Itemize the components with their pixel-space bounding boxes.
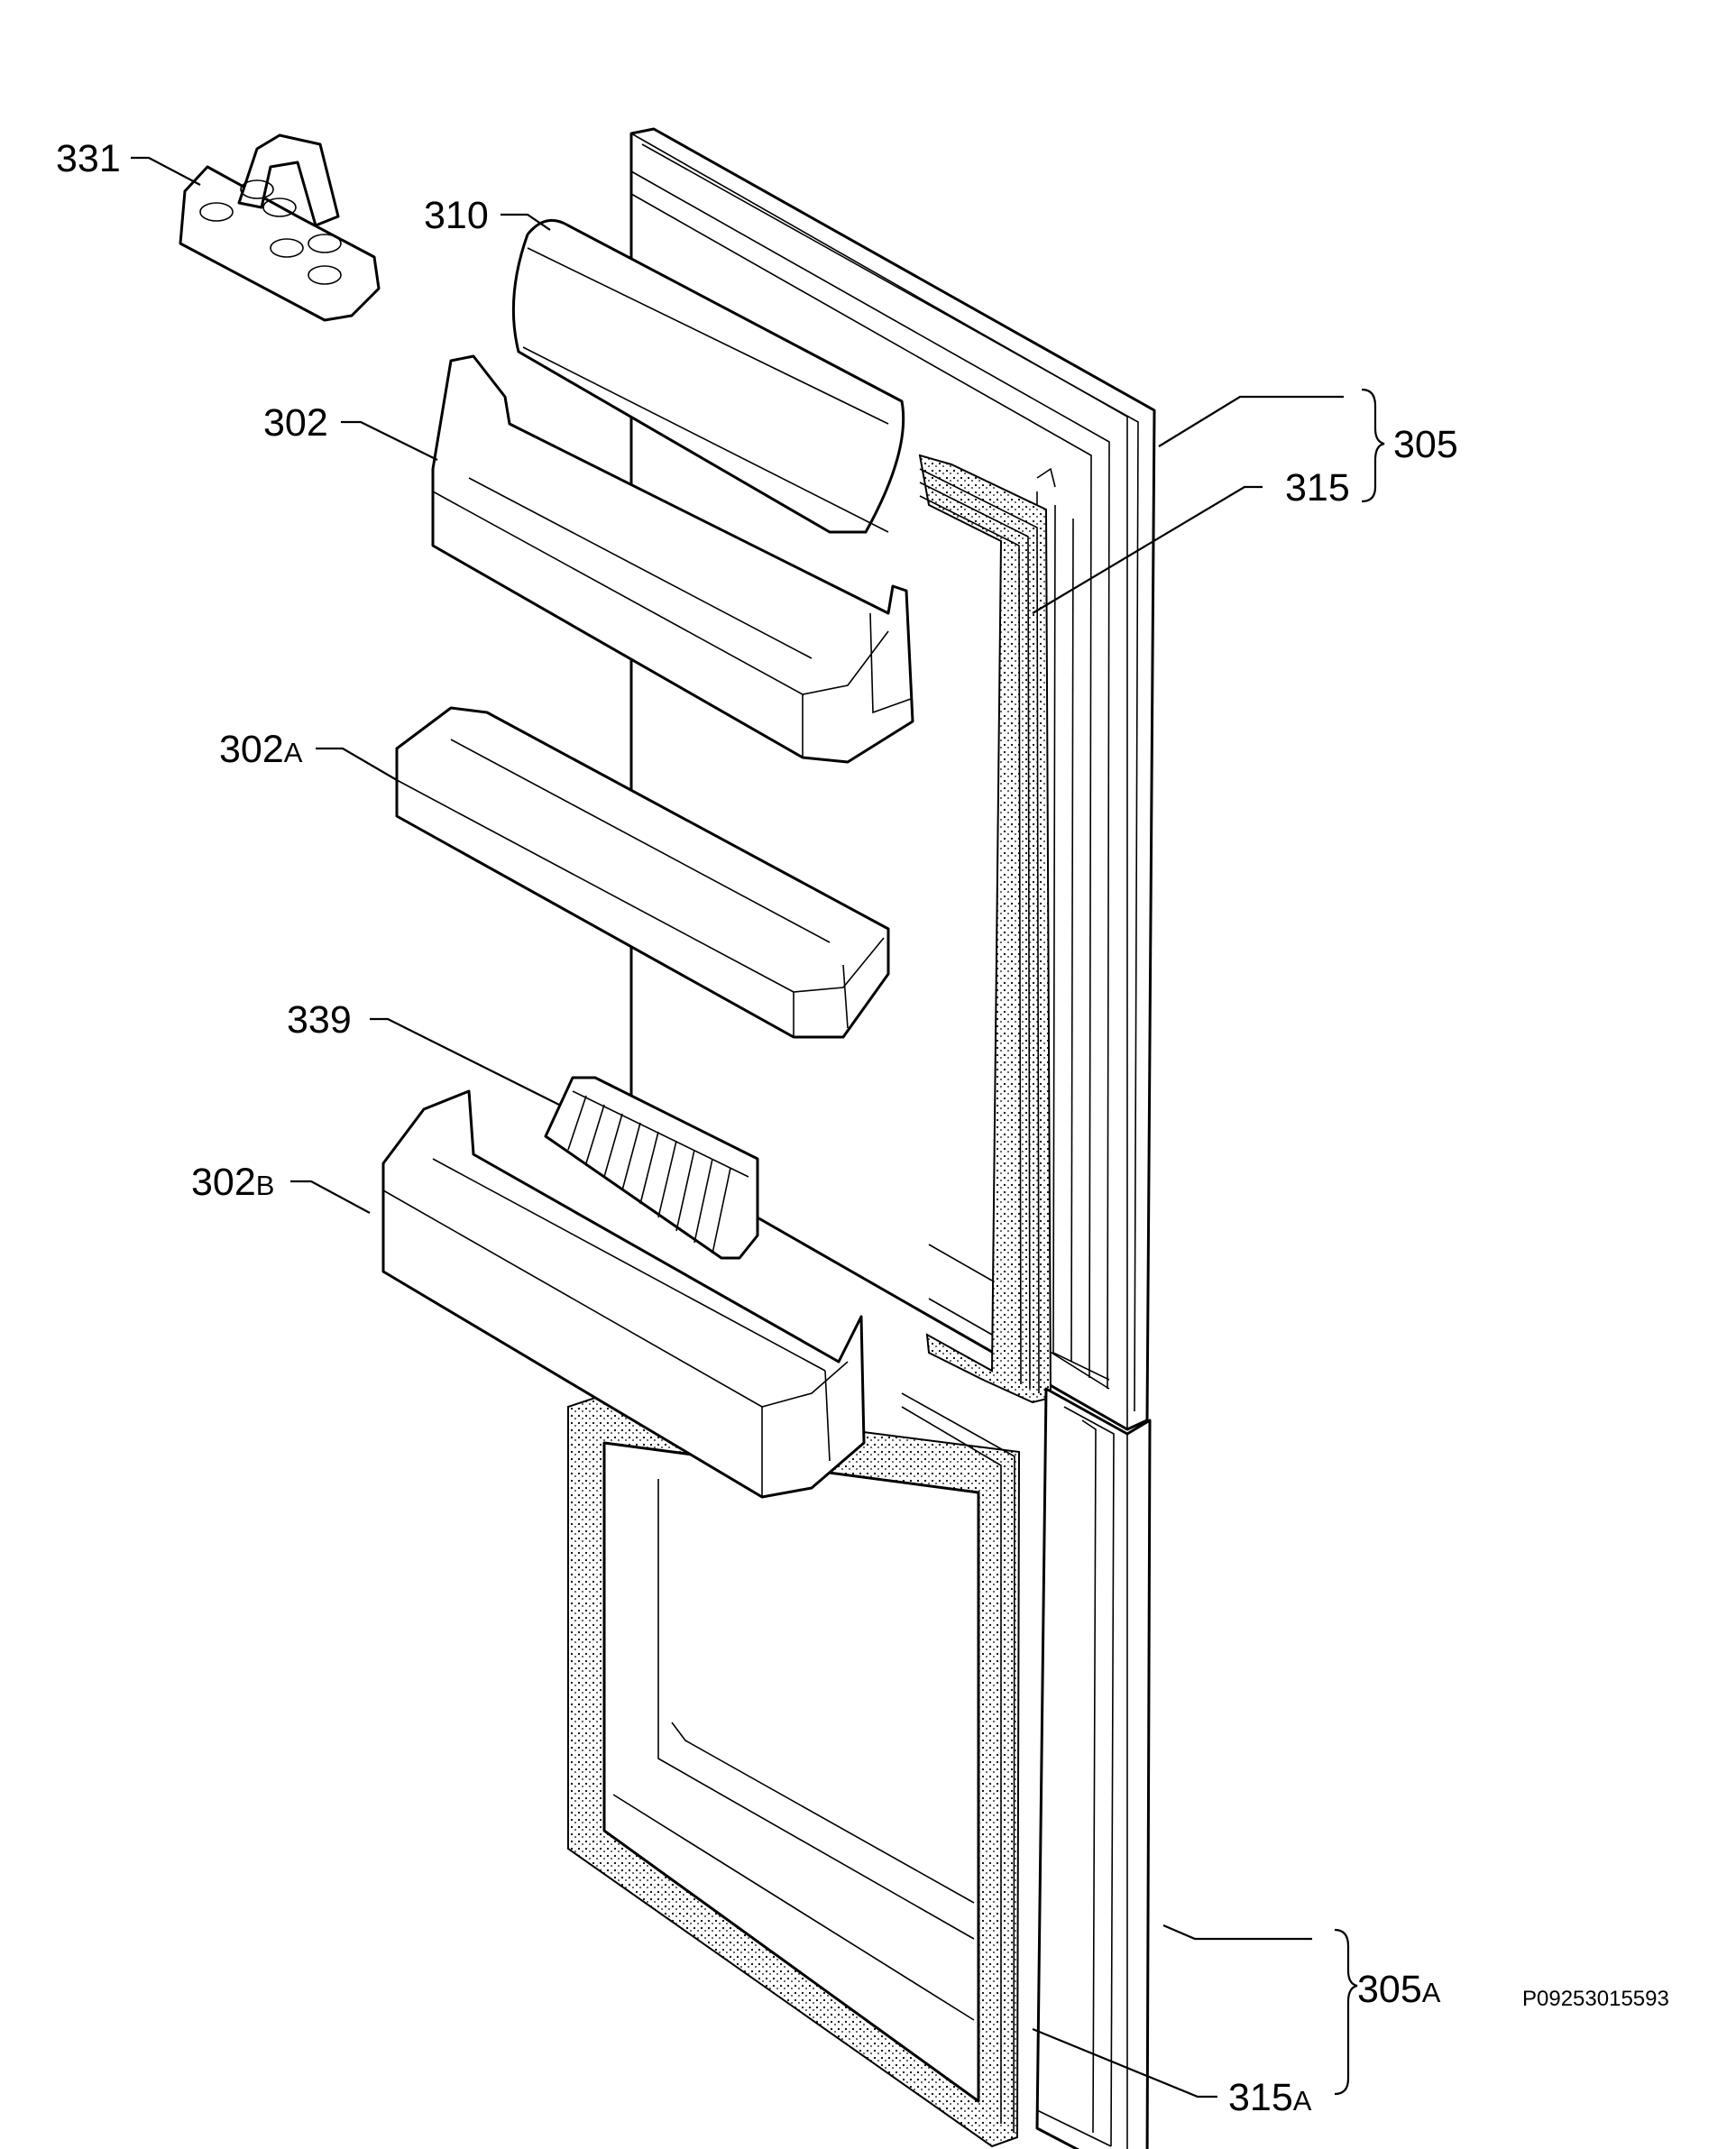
label-302b: 302B	[191, 1161, 275, 1204]
upper-door-gasket	[918, 454, 1056, 1404]
door-shelf-302a	[395, 706, 890, 1039]
leader-lines	[131, 156, 1344, 2098]
label-339: 339	[287, 998, 352, 1042]
egg-tray	[179, 133, 381, 322]
label-302a: 302A	[219, 728, 303, 771]
label-305a: 305A	[1357, 1968, 1441, 2011]
label-315: 315	[1285, 466, 1350, 510]
label-315a: 315A	[1228, 2076, 1312, 2119]
label-310: 310	[424, 194, 489, 237]
label-305: 305	[1393, 423, 1458, 466]
label-331: 331	[56, 137, 121, 180]
brace-305a	[1334, 1928, 1358, 2096]
lower-door-gasket	[567, 1392, 1021, 2148]
label-302: 302	[263, 401, 328, 445]
drawing-code: P09253015593	[1522, 1987, 1669, 2011]
brace-305	[1361, 388, 1385, 503]
door-shelf-302	[431, 354, 914, 764]
door-shelf-302b	[381, 1089, 866, 1499]
bottle-holder	[544, 1076, 759, 1260]
lower-door	[1035, 1387, 1152, 2149]
shelf-flap	[511, 218, 905, 534]
